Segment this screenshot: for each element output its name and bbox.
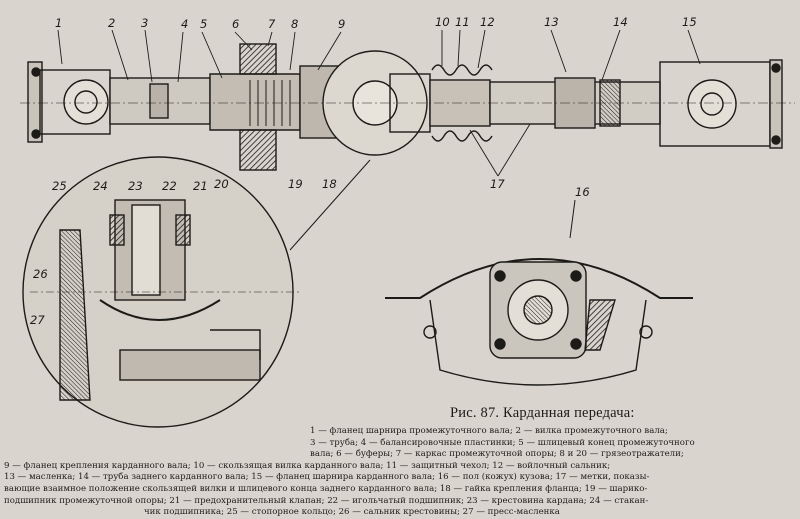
cross-detail-view [22, 156, 371, 428]
callout-9: 9 [338, 17, 345, 31]
shaft-assembly [20, 43, 795, 171]
callout-4: 4 [181, 17, 188, 31]
callout-17: 17 [490, 177, 505, 191]
callout-23: 23 [128, 179, 143, 193]
callout-3: 3 [141, 16, 148, 30]
legend-line: вала; 6 — буферы; 7 — каркас промежуточн… [310, 449, 684, 460]
callout-6: 6 [232, 17, 239, 31]
callout-22: 22 [162, 179, 177, 193]
figure-caption: Рис. 87. Карданная передача: [450, 405, 635, 421]
callout-5: 5 [200, 17, 207, 31]
callout-13: 13 [544, 15, 559, 29]
callout-20: 20 [214, 177, 229, 191]
callout-18: 18 [322, 177, 337, 191]
callout-15: 15 [682, 15, 697, 29]
legend-line: 1 — фланец шарнира промежуточного вала; … [310, 426, 668, 436]
callout-12: 12 [480, 15, 495, 29]
legend-line: 9 — фланец крепления карданного вала; 10… [4, 460, 611, 471]
callout-2: 2 [108, 16, 115, 30]
legend-line: 3 — труба; 4 — балансировочные пластинки… [310, 437, 695, 448]
figure-legend: 1 — фланец шарнира промежуточного вала; … [4, 426, 798, 519]
callout-25: 25 [52, 179, 67, 193]
legend-line: вающие взаимное положение скользящей вил… [4, 483, 648, 494]
callout-11: 11 [455, 15, 470, 29]
body-floor-section [385, 199, 693, 386]
callout-7: 7 [268, 17, 276, 31]
callout-24: 24 [93, 179, 108, 193]
callout-19: 19 [288, 177, 303, 191]
leader-lines [57, 29, 701, 177]
callout-8: 8 [291, 17, 298, 31]
callout-21: 21 [193, 179, 208, 193]
legend-line: чик подшипника; 25 — стопорное кольцо; 2… [144, 507, 560, 518]
legend-line: подшипник промежуточной опоры; 21 — пред… [4, 495, 649, 506]
callout-27: 27 [30, 313, 45, 327]
callout-26: 26 [33, 267, 48, 281]
callout-14: 14 [613, 15, 628, 29]
callout-labels: 1 2 3 4 5 6 7 8 9 10 11 12 13 14 15 16 1… [30, 15, 697, 327]
legend-line: 13 — масленка; 14 — труба заднего кардан… [4, 472, 650, 483]
callout-10: 10 [435, 15, 450, 29]
callout-1: 1 [55, 16, 62, 30]
callout-16: 16 [575, 185, 590, 199]
